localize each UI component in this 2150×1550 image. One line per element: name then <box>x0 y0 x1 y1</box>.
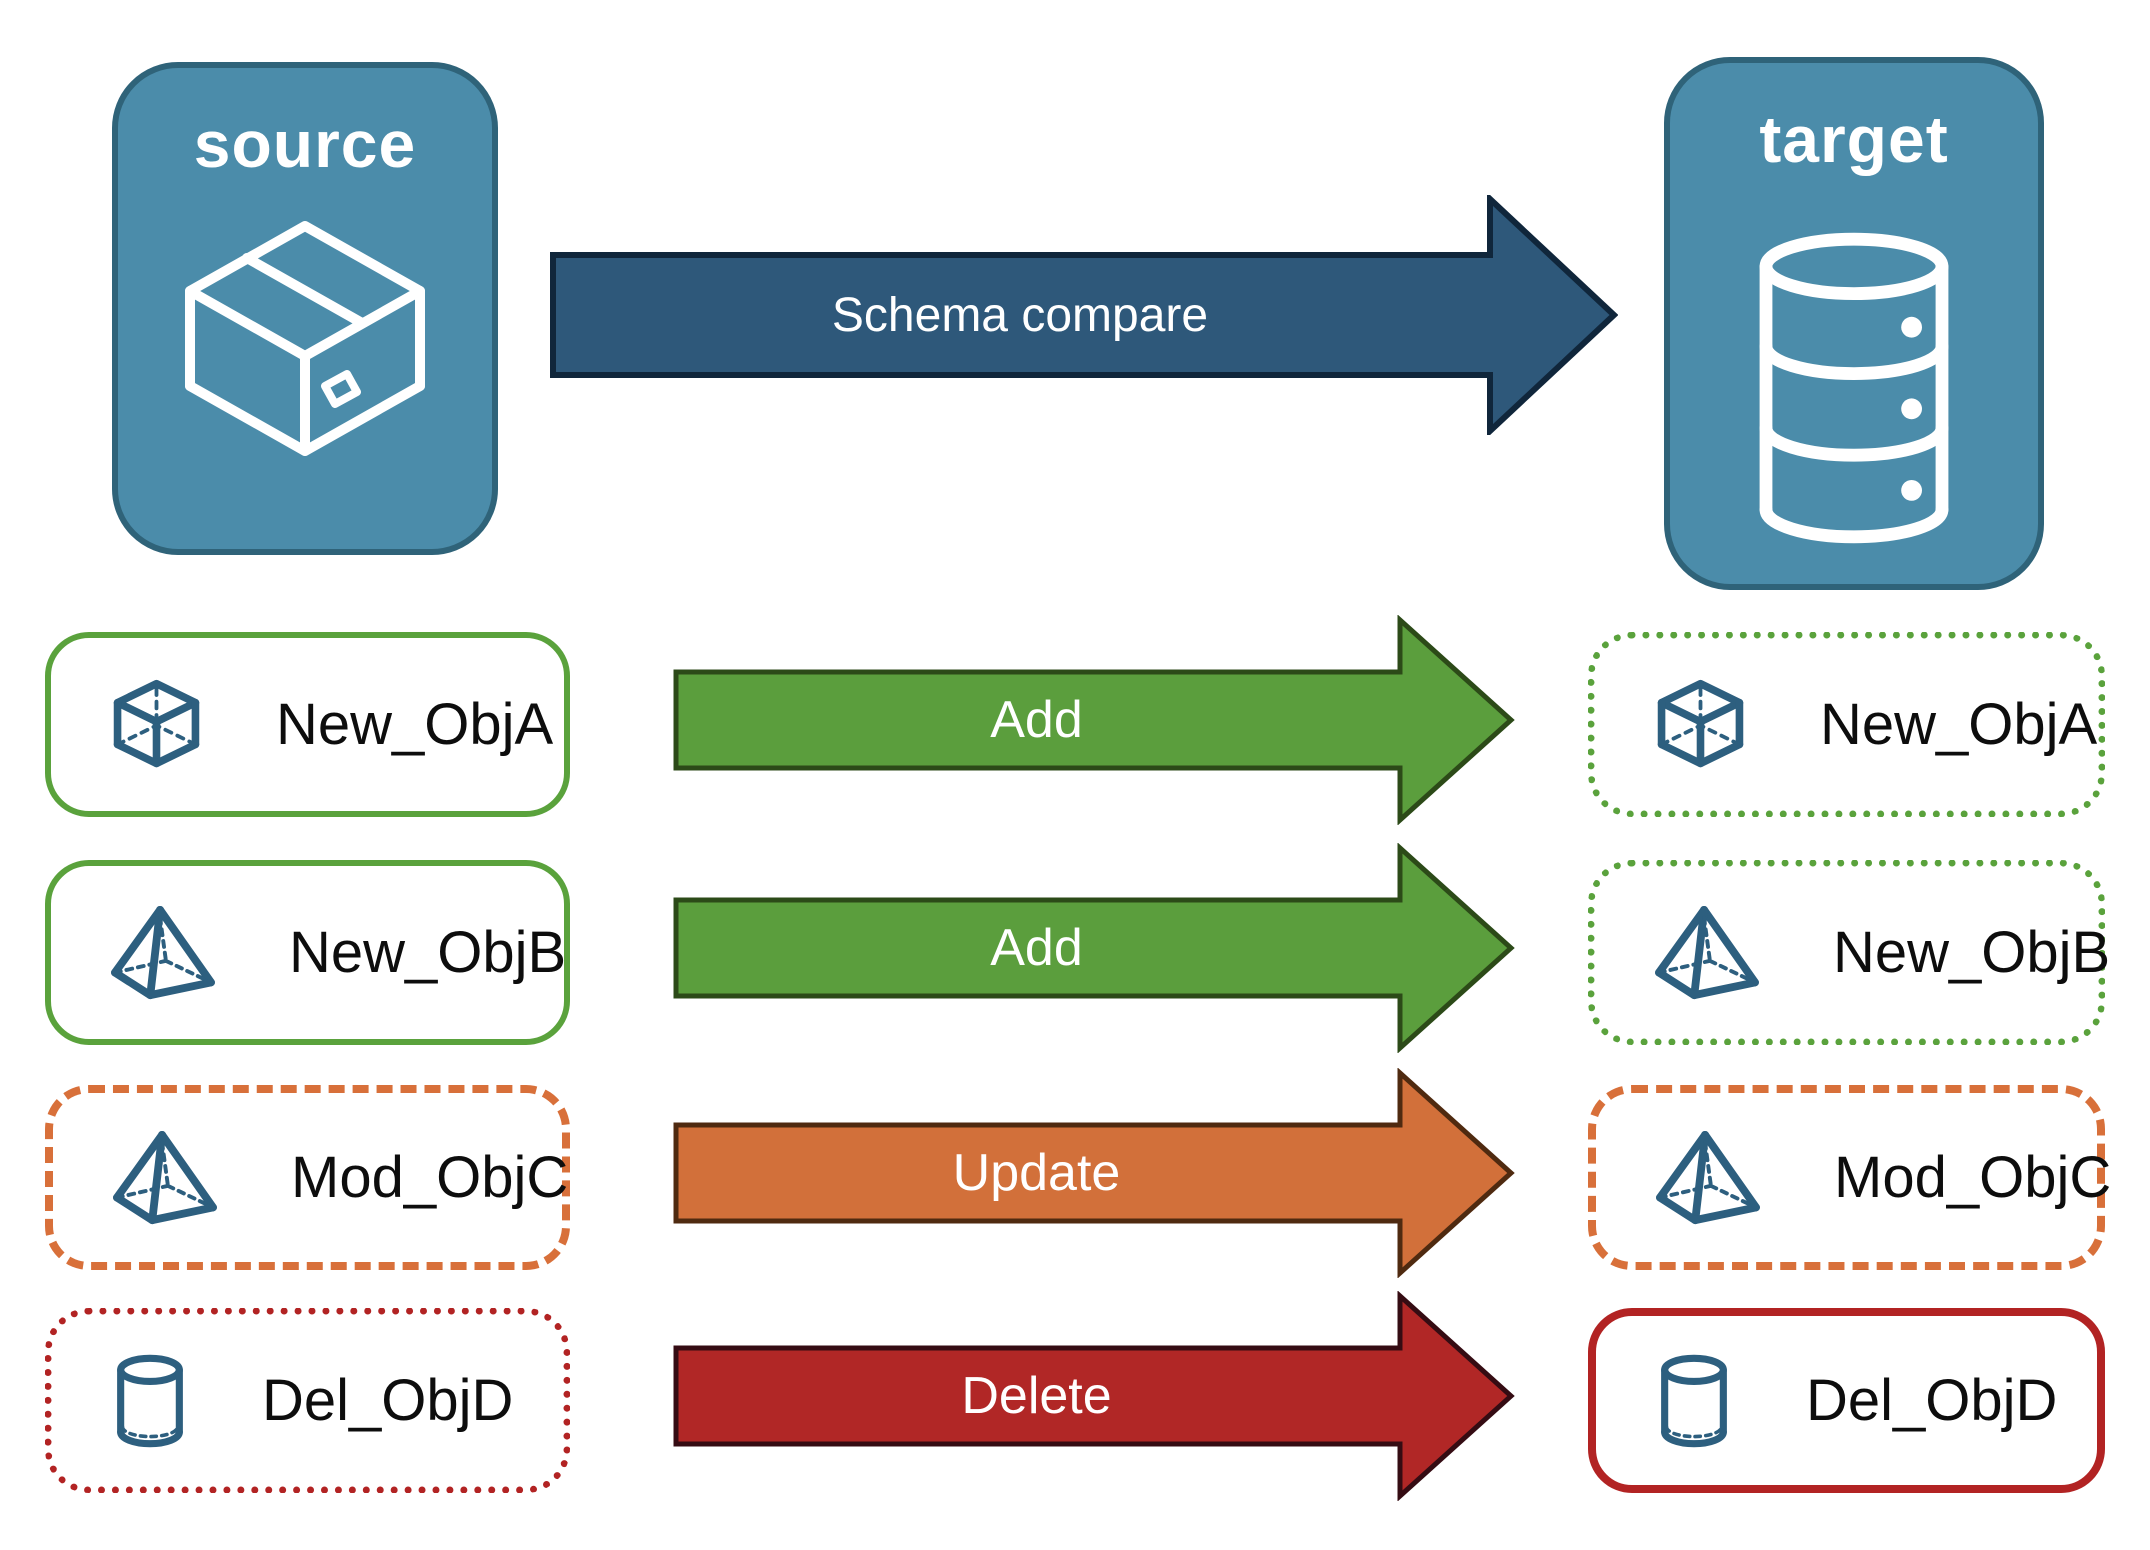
target-panel: target <box>1664 57 2044 590</box>
pyramid-icon <box>1655 905 1759 999</box>
cube-icon <box>113 679 200 768</box>
database-icon <box>1759 232 1949 544</box>
target-object-box-new-obja: New_ObjA <box>1588 632 2105 817</box>
target-object-box-del-objd: Del_ObjD <box>1588 1308 2105 1493</box>
target-object-box-mod-objc: Mod_ObjC <box>1588 1085 2111 1270</box>
update-arrow-shape <box>673 1068 1515 1278</box>
update-arrow: Update <box>673 1068 1515 1278</box>
schema-compare-arrow-label: Schema compare <box>831 288 1209 342</box>
delete-arrow-label: Delete <box>961 1367 1112 1425</box>
object-label: Del_ObjD <box>1806 1368 2058 1433</box>
object-label: New_ObjB <box>289 920 567 985</box>
object-label: New_ObjA <box>276 692 554 757</box>
update-arrow-label: Update <box>952 1144 1121 1202</box>
object-label: Mod_ObjC <box>1834 1145 2112 1210</box>
cylinder-icon <box>1661 1354 1727 1447</box>
target-panel-label: target <box>1759 102 1949 176</box>
source-panel-label: source <box>193 107 417 181</box>
source-object-box-del-objd: Del_ObjD <box>45 1308 570 1493</box>
package-box-icon <box>185 221 425 456</box>
object-label: Mod_ObjC <box>291 1145 569 1210</box>
source-object-box-new-obja: New_ObjA <box>45 632 570 817</box>
delete-arrow: Delete <box>673 1291 1515 1501</box>
pyramid-icon <box>113 1130 217 1224</box>
add-arrow-shape <box>673 843 1515 1053</box>
cylinder-icon <box>117 1354 183 1447</box>
source-object-box-mod-objc: Mod_ObjC <box>45 1085 570 1270</box>
object-label: New_ObjA <box>1820 692 2098 757</box>
schema-compare-arrow-shape <box>550 195 1618 435</box>
cube-icon <box>1657 679 1744 768</box>
add-arrow-row2: Add <box>673 843 1515 1053</box>
add-arrow-shape <box>673 615 1515 825</box>
add-arrow-label: Add <box>990 691 1083 749</box>
add-arrow-row1: Add <box>673 615 1515 825</box>
add-arrow-label: Add <box>990 919 1083 977</box>
source-panel: source <box>112 62 498 555</box>
pyramid-icon <box>1656 1130 1760 1224</box>
object-label: Del_ObjD <box>262 1368 514 1433</box>
pyramid-icon <box>111 905 215 999</box>
source-object-box-new-objb: New_ObjB <box>45 860 570 1045</box>
target-object-box-new-objb: New_ObjB <box>1588 860 2110 1045</box>
delete-arrow-shape <box>673 1291 1515 1501</box>
schema-compare-arrow: Schema compare <box>550 195 1618 435</box>
object-label: New_ObjB <box>1833 920 2111 985</box>
